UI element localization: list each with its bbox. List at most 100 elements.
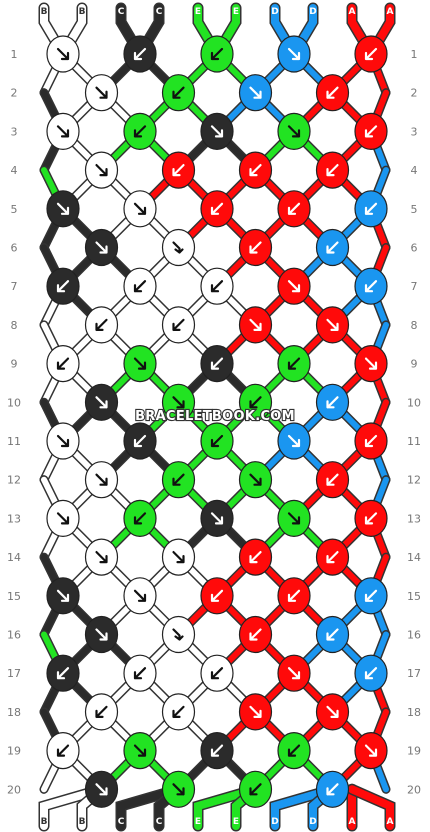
knot xyxy=(354,577,388,615)
knot xyxy=(238,538,273,576)
bottom-tail xyxy=(348,785,394,830)
knot-arrow-icon xyxy=(210,125,224,138)
knot xyxy=(161,461,196,499)
knot xyxy=(354,267,388,305)
knot xyxy=(200,654,234,692)
row-number-left: 17 xyxy=(7,667,21,680)
knot-arrow-icon xyxy=(210,512,224,525)
knot xyxy=(200,577,234,615)
knot-arrow-icon xyxy=(287,512,301,525)
knot xyxy=(277,577,311,615)
knot-arrow-icon xyxy=(326,550,339,564)
knot-arrow-icon xyxy=(287,202,301,215)
knot xyxy=(315,538,350,576)
knot-arrow-icon xyxy=(364,47,378,61)
knot xyxy=(238,770,273,808)
knot-arrow-icon xyxy=(133,47,147,61)
row-number-right: 10 xyxy=(407,396,421,409)
row-number-left: 16 xyxy=(7,629,21,642)
knot-arrow-icon xyxy=(133,512,147,525)
bottom-tail xyxy=(194,785,260,830)
knot-arrow-icon xyxy=(326,783,339,796)
knot-arrow-icon xyxy=(326,241,339,254)
knot xyxy=(200,731,234,770)
row-number-left: 5 xyxy=(11,203,18,216)
knot-arrow-icon xyxy=(210,47,224,61)
knot xyxy=(315,74,350,112)
knot xyxy=(123,654,157,692)
row-number-left: 13 xyxy=(7,512,21,525)
row-number-left: 11 xyxy=(7,435,21,448)
knot-arrow-icon xyxy=(95,705,108,719)
knot-arrow-icon xyxy=(133,667,147,680)
row-number-right: 11 xyxy=(407,435,421,448)
knot xyxy=(46,577,80,615)
row-number-left: 14 xyxy=(7,551,21,564)
knot-arrow-icon xyxy=(95,783,108,796)
knot-arrow-icon xyxy=(364,280,378,293)
row-number-right: 3 xyxy=(411,125,418,138)
knot xyxy=(238,151,273,189)
knot xyxy=(161,538,196,576)
watermark-text: BRACELETBOOK.COM xyxy=(135,409,295,424)
knot xyxy=(238,306,273,344)
knot-arrow-icon xyxy=(287,47,301,61)
knot-arrow-icon xyxy=(364,512,378,525)
row-number-right: 12 xyxy=(407,474,421,487)
knot xyxy=(354,499,388,538)
knot xyxy=(354,35,388,73)
knot xyxy=(354,112,388,150)
knot xyxy=(200,499,234,538)
knot-arrow-icon xyxy=(249,783,262,796)
knot-arrow-icon xyxy=(364,667,378,680)
knot xyxy=(161,151,196,189)
knot-arrow-icon xyxy=(95,241,108,254)
knot xyxy=(84,615,119,654)
bottom-tail xyxy=(40,785,106,830)
knot xyxy=(200,345,234,383)
knot xyxy=(123,577,157,615)
row-number-right: 14 xyxy=(407,551,421,564)
row-number-right: 4 xyxy=(411,164,418,177)
row-number-right: 5 xyxy=(411,203,418,216)
knot-arrow-icon xyxy=(364,202,378,215)
row-number-left: 9 xyxy=(11,358,18,371)
knot-arrow-icon xyxy=(326,705,339,719)
knot xyxy=(46,345,80,383)
knot-arrow-icon xyxy=(56,667,70,680)
knot-arrow-icon xyxy=(326,396,339,409)
knot xyxy=(200,35,234,73)
row-number-right: 8 xyxy=(411,319,418,332)
knot-arrow-icon xyxy=(172,164,185,177)
strand-label-bottom: E xyxy=(195,817,201,827)
knot xyxy=(84,461,119,499)
knot xyxy=(46,267,80,305)
strand-label-top: C xyxy=(156,7,163,17)
knot xyxy=(277,190,311,228)
knot-arrow-icon xyxy=(133,202,147,215)
knot-arrow-icon xyxy=(56,512,70,525)
knot-arrow-icon xyxy=(326,164,339,177)
row-number-left: 4 xyxy=(11,164,18,177)
row-number-right: 7 xyxy=(411,280,418,293)
knot-arrow-icon xyxy=(133,589,147,602)
strand-label-bottom: B xyxy=(41,817,48,827)
strand-label-top: D xyxy=(271,7,278,17)
strand-label-bottom: E xyxy=(233,817,239,827)
knot-arrow-icon xyxy=(172,783,185,796)
knot xyxy=(123,345,157,383)
knot xyxy=(161,383,196,421)
row-number-left: 3 xyxy=(11,125,18,138)
bottom-tail xyxy=(117,785,183,830)
knot-arrow-icon xyxy=(95,628,108,641)
row-number-left: 15 xyxy=(7,590,21,603)
knot xyxy=(84,74,119,112)
knot xyxy=(46,35,80,73)
knot xyxy=(277,345,311,383)
knot xyxy=(84,306,119,344)
strand-label-top: E xyxy=(195,7,201,17)
knot-arrow-icon xyxy=(249,628,262,641)
knot xyxy=(161,306,196,344)
row-number-left: 2 xyxy=(11,87,18,100)
knot-arrow-icon xyxy=(172,550,185,564)
